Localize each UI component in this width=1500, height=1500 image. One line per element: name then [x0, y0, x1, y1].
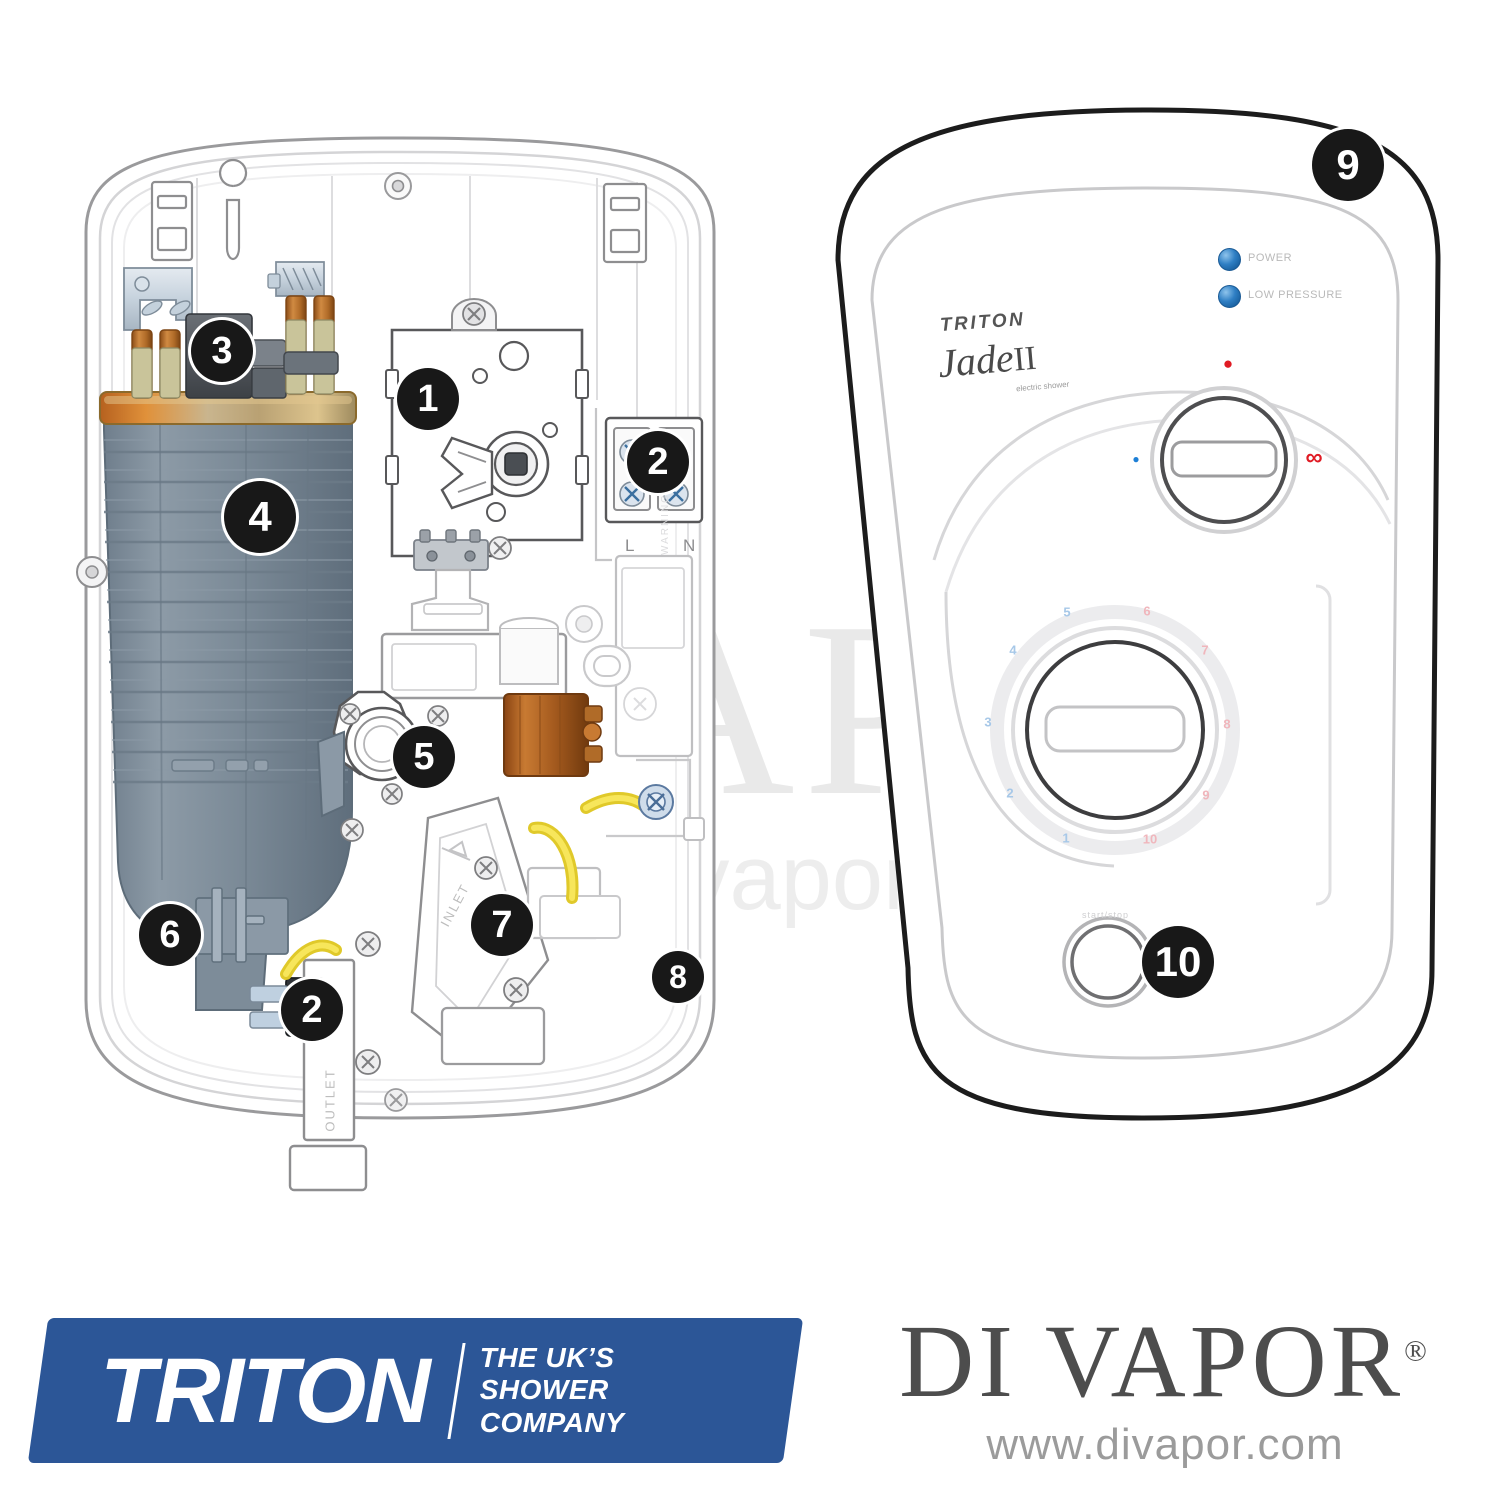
dial-number-7: 7 [1201, 642, 1209, 658]
start-stop-button [1062, 916, 1154, 1008]
dial-number-2: 2 [1006, 785, 1014, 801]
inlet-assembly [410, 796, 621, 1066]
heater-tank [76, 391, 357, 1011]
pcb-enclosure [380, 617, 568, 700]
microswitch-assembly [410, 529, 490, 632]
low-pressure-led-label: LOW PRESSURE [1248, 289, 1343, 301]
tagline-line-1: THE UK’S [479, 1341, 615, 1373]
control-unit [385, 298, 589, 560]
front-model-mark: JadeII [936, 332, 1038, 387]
diagram-stage [76, 107, 1441, 1192]
dial-number-5: 5 [1063, 604, 1071, 620]
power-knob [990, 605, 1240, 855]
divapor-word-text: DI VAPOR [899, 1304, 1405, 1419]
divapor-url: www.divapor.com [986, 1420, 1344, 1469]
callout-marker-2b[interactable]: 2 [281, 979, 343, 1041]
hot-temperature-symbol: ● [1222, 354, 1234, 373]
registered-mark: ® [1404, 1334, 1431, 1368]
power-led-label: POWER [1248, 252, 1293, 264]
dial-number-9: 9 [1202, 787, 1210, 803]
warning-label: WARNING [660, 493, 671, 555]
start-stop-label: start/stop [1082, 910, 1130, 920]
outlet-label: OUTLET [322, 1068, 338, 1132]
terminal-live-label: L [625, 536, 635, 555]
callout-marker-8[interactable]: 8 [652, 951, 704, 1003]
callout-marker-7[interactable]: 7 [471, 894, 533, 956]
earth-wires [280, 784, 674, 980]
logo-divider [447, 1342, 466, 1439]
callout-marker-4[interactable]: 4 [224, 481, 296, 553]
dial-number-4: 4 [1009, 642, 1017, 658]
temperature-knob [1150, 386, 1298, 534]
tagline-line-2: SHOWER [479, 1374, 609, 1406]
triton-wordmark: TRITON [100, 1339, 429, 1442]
tagline-line-3: COMPANY [479, 1406, 625, 1438]
terminal-neutral-label: N [683, 536, 696, 555]
triton-logo: TRITON THE UK’S SHOWER COMPANY [27, 1318, 804, 1463]
divapor-logo: DI VAPOR® www.divapor.com [855, 1310, 1475, 1470]
callout-marker-3[interactable]: 3 [191, 320, 253, 382]
model-word: Jade [936, 334, 1016, 387]
low-pressure-led-icon [1218, 285, 1241, 308]
callout-marker-10[interactable]: 10 [1142, 926, 1214, 998]
callout-marker-5[interactable]: 5 [393, 726, 455, 788]
right-front-cover [835, 107, 1441, 1121]
dial-number-3: 3 [984, 714, 992, 730]
dial-number-1: 1 [1062, 830, 1070, 846]
callout-marker-9[interactable]: 9 [1312, 129, 1384, 201]
dial-number-10: 10 [1142, 831, 1158, 847]
left-exploded-view [76, 136, 716, 1192]
power-led-icon [1218, 248, 1241, 271]
callout-marker-1[interactable]: 1 [397, 368, 459, 430]
max-temperature-symbol: ∞ [1305, 444, 1323, 471]
divapor-wordmark: DI VAPOR® [855, 1310, 1475, 1414]
solenoid-coil [503, 693, 603, 777]
cold-temperature-symbol: ● [1132, 452, 1140, 466]
footer-bar: TRITON THE UK’S SHOWER COMPANY DI VAPOR®… [0, 1280, 1500, 1500]
right-inner-panel [565, 554, 705, 841]
triton-tagline: THE UK’S SHOWER COMPANY [480, 1342, 625, 1439]
dial-number-8: 8 [1223, 716, 1231, 732]
dial-number-6: 6 [1143, 603, 1151, 619]
callout-marker-6[interactable]: 6 [139, 904, 201, 966]
model-numeral: II [1012, 339, 1038, 379]
callout-marker-2[interactable]: 2 [627, 431, 689, 493]
